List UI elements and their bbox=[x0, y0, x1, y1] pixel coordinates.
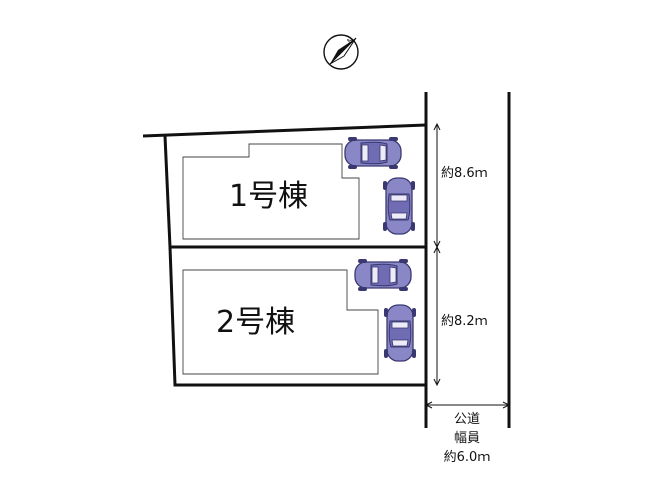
building-2-label: 2号棟 bbox=[216, 305, 295, 340]
lot-boundary bbox=[142, 123, 427, 387]
svg-text:N: N bbox=[346, 36, 355, 45]
north-arrow-icon: N bbox=[323, 34, 359, 70]
building-1-label: 1号棟 bbox=[229, 179, 308, 214]
road-width-label: 約6.0ｍ bbox=[444, 450, 491, 465]
dimension-line-vertical bbox=[433, 122, 441, 387]
car-icon bbox=[382, 177, 416, 235]
lot-1-frontage-label: 約8.6ｍ bbox=[441, 166, 488, 181]
dimension-line-horizontal bbox=[424, 401, 511, 409]
car-icon bbox=[344, 136, 402, 170]
lot-2-frontage-label: 約8.2ｍ bbox=[441, 314, 488, 329]
building-2-footprint bbox=[182, 269, 379, 375]
road-label-line1: 公道 bbox=[454, 412, 480, 427]
building-1-footprint bbox=[182, 143, 360, 240]
road-label-line2: 幅員 bbox=[454, 431, 480, 446]
car-icon bbox=[354, 258, 412, 292]
car-icon bbox=[383, 304, 417, 362]
